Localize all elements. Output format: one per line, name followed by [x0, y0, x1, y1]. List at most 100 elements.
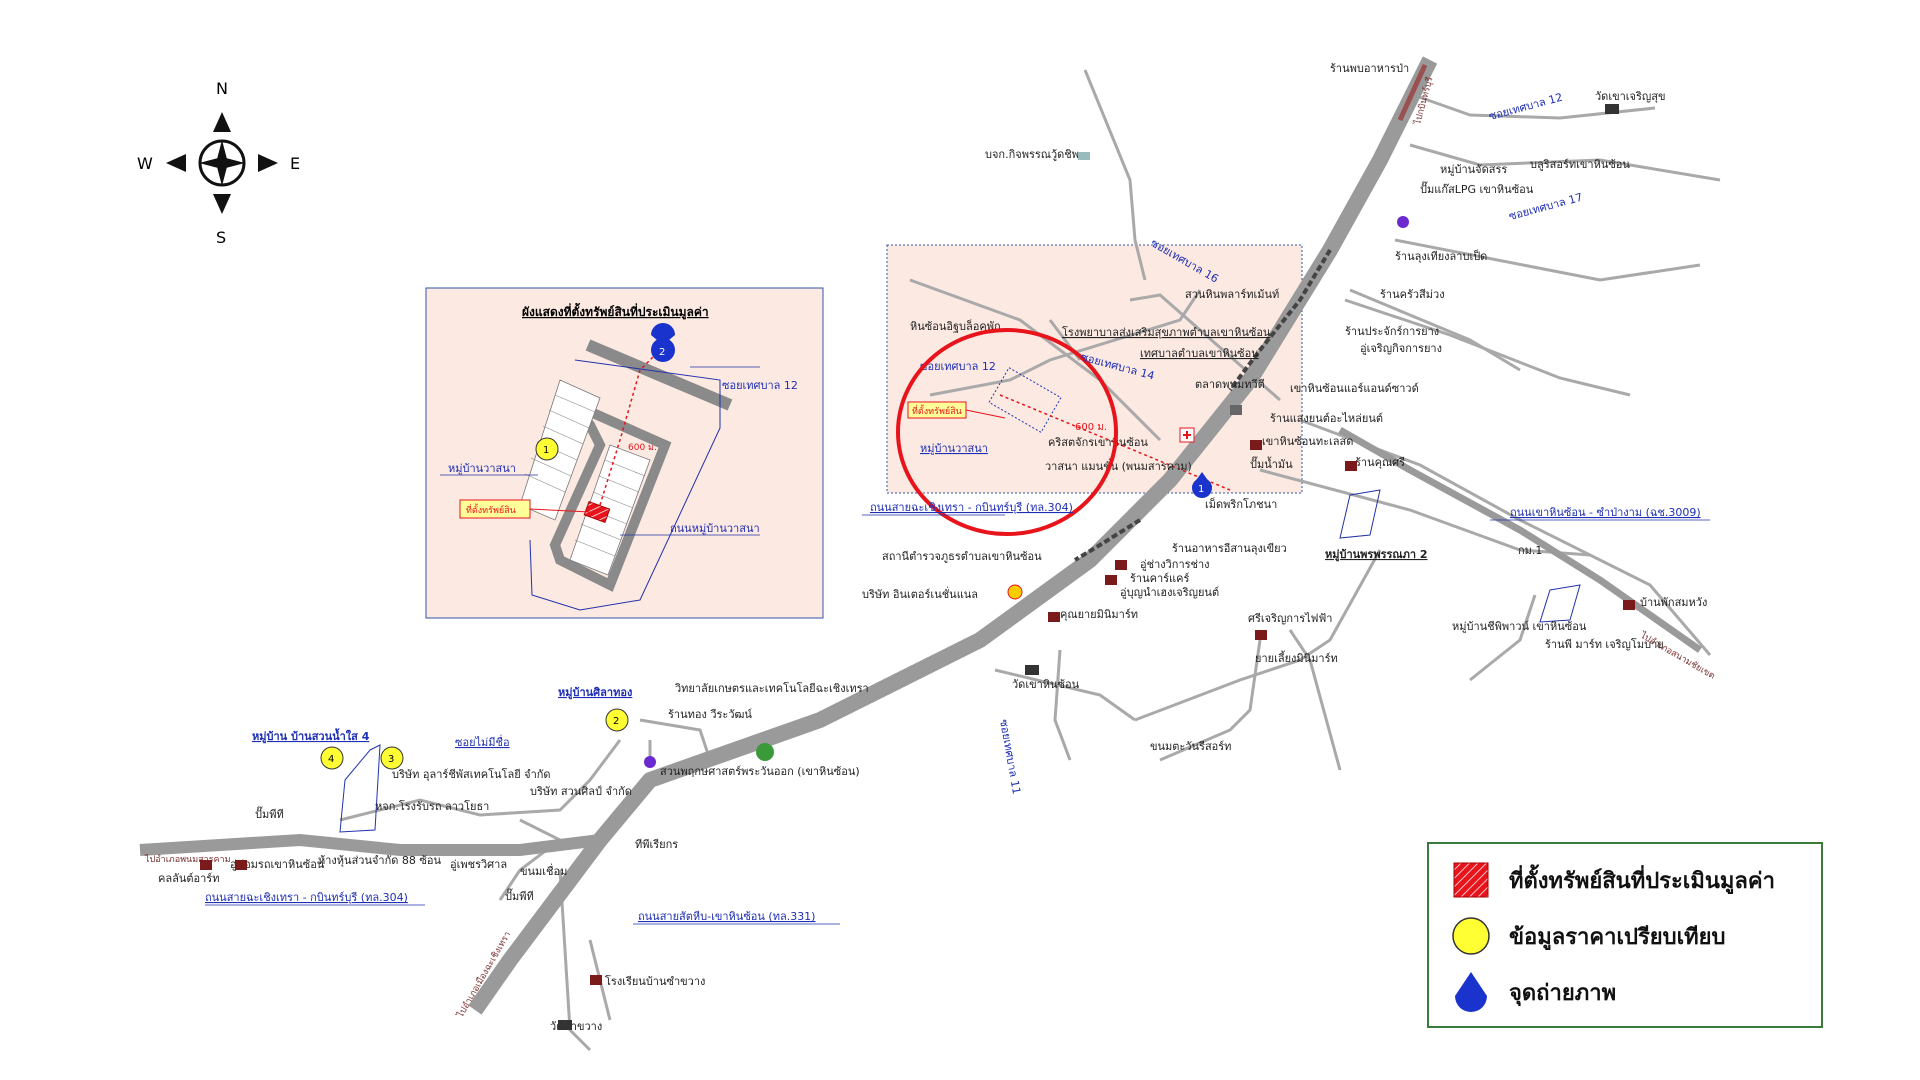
- cross-icon: [1183, 431, 1191, 439]
- road-label-3009: ถนนเขาหินซ้อน - ซำป่างาม (ฉช.3009): [1510, 506, 1701, 519]
- place-label: ปั๊มพีที: [255, 806, 284, 821]
- place-label: อู่เพชรวิศาล: [450, 858, 507, 871]
- place-label: กม.1: [1518, 544, 1542, 557]
- compass-west: W: [137, 154, 153, 173]
- place-label: วัดซำขวาง: [550, 1020, 602, 1033]
- marker-4: 4: [328, 754, 334, 765]
- zoom-village-label: หมู่บ้านวาสนา: [920, 442, 988, 455]
- zoom-municipality-label: เทศบาลตำบลเขาหินซ้อน: [1140, 347, 1259, 360]
- place-label: บริษัท สวนศิลป์ จำกัด: [530, 785, 632, 798]
- road-label-soi: ซอยไม่มีชื่อ: [455, 734, 510, 749]
- building-icon: [1048, 612, 1060, 622]
- building-icon: [200, 860, 212, 870]
- place-label: ปั๊มพีที: [505, 888, 534, 903]
- tree-icon: [756, 743, 774, 761]
- place-label: ศรีเจริญการไฟฟ้า: [1248, 612, 1332, 625]
- building-icon: [1623, 600, 1635, 610]
- zoom-stone-label: หินซ้อนอิฐบล็อคพัก: [910, 319, 1001, 333]
- place-labels: ร้านพบอาหารป่า วัดเขาเจริญสุข บจก.กิจพรร…: [158, 62, 1707, 1033]
- village-boundaries: [339, 489, 1581, 833]
- place-label: ร้านประจักร์การยาง: [1345, 325, 1439, 338]
- building-icon: [1078, 152, 1090, 160]
- gas-icon: [644, 756, 656, 768]
- comparison-markers: 2 3 4 1: [320, 472, 1212, 770]
- legend-label-property: ที่ตั้งทรัพย์สินที่ประเมินมูลค่า: [1509, 868, 1775, 894]
- place-label: อู่เจริญกิจการยาง: [1360, 342, 1442, 355]
- place-label: คุณยายมินิมาร์ท: [1060, 608, 1138, 621]
- inset-village-label: หมู่บ้านวาสนา: [448, 462, 516, 475]
- map-legend: ที่ตั้งทรัพย์สินที่ประเมินมูลค่า ข้อมูลร…: [1427, 842, 1823, 1028]
- zoom-hospital-label: โรงพยาบาลส่งเสริมสุขภาพตำบลเขาหินซ้อน: [1062, 325, 1271, 339]
- zoom-soi-label: ซอยเทศบาล 12: [920, 360, 996, 373]
- inset-road-label: ถนนหมู่บ้านวาสนา: [670, 522, 760, 535]
- place-label: หมู่บ้านพรพรรณภา 2: [1325, 548, 1428, 562]
- place-label: ร้านพบอาหารป่า: [1330, 62, 1409, 75]
- road-label-331: ถนนสายสัตหีบ-เขาหินซ้อน (ทล.331): [638, 910, 815, 923]
- place-label: ร้านทอง วีระวัฒน์: [668, 708, 752, 721]
- zoom-resort-label: วาสนา แมนชั่น (พนมสารคาม): [1045, 458, 1192, 473]
- legend-item-comparison: ข้อมูลราคาเปรียบเทียบ: [1451, 916, 1726, 956]
- building-icon: [235, 860, 247, 870]
- place-label: ปั๊มน้ำมัน: [1250, 456, 1293, 471]
- zoom-market-label: ตลาดพนมทวีตี: [1195, 378, 1265, 391]
- zoom-church-label: คริสตจักรเขาหินซ้อน: [1048, 436, 1148, 449]
- place-label: หมู่บ้านชีพิพาวน์ เขาหินซ้อน: [1452, 620, 1587, 633]
- place-label: เม็ดพริกโภชนา: [1205, 497, 1277, 511]
- dir-label-panom: ไปอำเภอพนมสารคาม: [144, 854, 231, 865]
- zoom-property-label: ที่ตั้งทรัพย์สิน: [912, 404, 962, 417]
- road-label-304-north: ถนนสายฉะเชิงเทรา - กบินทร์บุรี (ทล.304): [870, 501, 1073, 514]
- place-label: ร้านพี มาร์ท เจริญโมบาย: [1545, 637, 1664, 651]
- gas-icon: [1397, 216, 1409, 228]
- place-label: บจก.กิจพรรณวู้ดชิพ: [985, 148, 1079, 161]
- place-label: ร้านแสงยนต์อะไหล่ยนต์: [1270, 412, 1383, 425]
- place-label: ทีพีเรียกร: [635, 838, 678, 851]
- compass-north: N: [216, 79, 228, 98]
- highway-segment-dark: [1073, 63, 1428, 562]
- place-label: ปั๊มแก๊สLPG เขาหินซ้อน: [1420, 181, 1534, 196]
- compass-south: S: [216, 228, 226, 247]
- place-label: วิทยาลัยเกษตรและเทคโนโลยีฉะเชิงเทรา: [674, 681, 869, 695]
- place-label: หมู่บ้านศิลาทอง: [558, 686, 632, 700]
- place-label: บ้านพักสมหวัง: [1640, 596, 1707, 609]
- zoom-content: ที่ตั้งทรัพย์สิน หมู่บ้านวาสนา ซอยเทศบาล…: [907, 319, 1271, 491]
- place-label: อู่ซ่อมรถเขาหินซ้อน: [230, 858, 325, 871]
- place-label: บริษัท อินเตอร์เนชั่นแนล: [862, 586, 978, 601]
- place-label: วัดเขาหินซ้อน: [1012, 678, 1080, 691]
- legend-label-photo: จุดถ่ายภาพ: [1509, 980, 1617, 1006]
- place-label: ร้านคาร์แคร์: [1130, 572, 1189, 585]
- place-label: ห้างหุ้นส่วนจำกัด 88 ซ้อน: [318, 854, 441, 867]
- soi-label-11: ซอยเทศบาล 11: [997, 718, 1023, 795]
- blue-pin-icon: [1451, 972, 1491, 1012]
- inset-marker-2: 2: [659, 347, 665, 358]
- shell-icon: [1007, 584, 1023, 600]
- building-icon: [1115, 560, 1127, 570]
- place-label: เขาหินซ้อนทะเลสด: [1262, 435, 1353, 448]
- place-label: ยายเลี้ยงมินิมาร์ท: [1255, 650, 1338, 665]
- place-label: อู่บุญนำเฮงเจริญยนต์: [1120, 586, 1219, 599]
- place-label: ร้านคุณศรี: [1355, 456, 1405, 469]
- legend-item-photo: จุดถ่ายภาพ: [1451, 972, 1616, 1012]
- inset-title: ผังแสดงที่ตั้งทรัพย์สินที่ประเมินมูลค่า: [522, 302, 709, 320]
- marker-3: 3: [388, 754, 394, 765]
- building-icon: [1025, 665, 1039, 675]
- inset-marker-1: 1: [543, 445, 549, 456]
- property-highlight-circle: [896, 328, 1118, 536]
- place-label: บริษัท อุลาร์ชีพัสเทคโนโลยี จำกัด: [392, 767, 551, 781]
- building-icon: [590, 975, 602, 985]
- place-label: สถานีตำรวจภูธรตำบลเขาหินซ้อน: [882, 550, 1042, 563]
- building-icon: [1250, 440, 1262, 450]
- building-icon: [1255, 630, 1267, 640]
- compass-east: E: [290, 154, 300, 173]
- place-label: หมู่บ้านจัดสรร: [1440, 163, 1507, 176]
- place-label: โรงเรียนบ้านซำขวาง: [605, 974, 705, 988]
- building-icon: [1345, 461, 1357, 471]
- inset-property-label: ที่ตั้งทรัพย์สิน: [466, 503, 516, 516]
- place-label: วัดเขาเจริญสุข: [1595, 90, 1666, 103]
- yellow-circle-icon: [1451, 916, 1491, 956]
- marker-2: 2: [613, 716, 619, 727]
- inset-soi-label: ซอยเทศบาล 12: [722, 379, 798, 392]
- legend-label-comparison: ข้อมูลราคาเปรียบเทียบ: [1509, 924, 1726, 950]
- place-label: ร้านลุงเทียงลาบเป็ด: [1395, 249, 1487, 263]
- place-label: ขนมตะวันรีสอร์ท: [1150, 740, 1231, 753]
